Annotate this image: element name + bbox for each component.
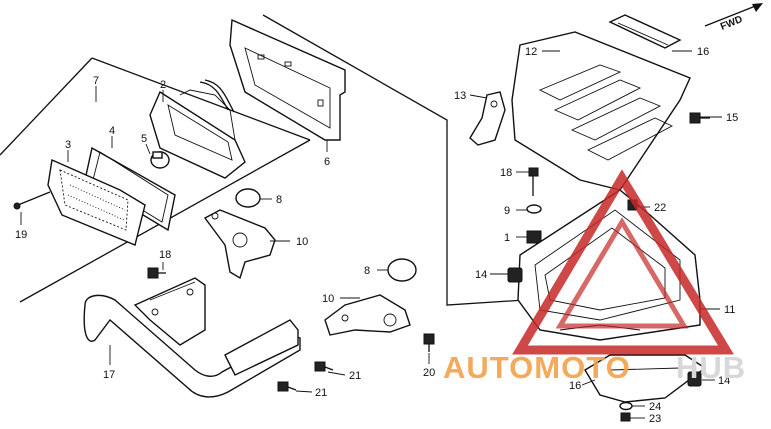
watermark-logo xyxy=(512,169,734,355)
callout: 5 xyxy=(141,133,147,145)
callout: 19 xyxy=(15,229,27,241)
watermark-automoto: AUTOMOTO xyxy=(443,350,631,385)
callout: 23 xyxy=(649,413,661,425)
screw xyxy=(13,191,51,210)
callout: 22 xyxy=(654,202,666,214)
grommet-14-right xyxy=(687,371,702,387)
gasket xyxy=(84,146,176,232)
grommet-lower xyxy=(387,258,417,282)
callout: 2 xyxy=(160,79,166,91)
callout: 17 xyxy=(103,369,115,381)
leader-lines xyxy=(20,50,722,419)
callout: 21 xyxy=(349,370,361,382)
stay-bracket-upper xyxy=(203,209,276,280)
taillight-housing xyxy=(149,79,246,179)
callout: 4 xyxy=(109,125,115,137)
bolt-21-b xyxy=(314,361,334,372)
callout: 15 xyxy=(726,112,738,124)
lower-mudguard xyxy=(584,354,707,403)
nut-1 xyxy=(526,230,542,244)
callout: 6 xyxy=(324,156,330,168)
bulb xyxy=(150,151,170,169)
watermark-hub: HUB xyxy=(676,350,746,385)
callout: 12 xyxy=(525,46,537,58)
fwd-label: FWD xyxy=(719,14,744,33)
washer-9 xyxy=(526,204,542,214)
callout: 16 xyxy=(569,380,581,392)
callout: 8 xyxy=(276,194,282,206)
nut-23 xyxy=(620,412,631,422)
callout: 8 xyxy=(364,265,370,277)
bolt-15 xyxy=(689,112,710,124)
fwd-arrow-icon xyxy=(704,3,763,27)
callout: 24 xyxy=(649,401,661,413)
washer-24 xyxy=(619,401,633,411)
bolt-20 xyxy=(528,167,539,196)
callout: 14 xyxy=(718,375,730,387)
bolt-21-c xyxy=(277,381,297,392)
grommet-14-left xyxy=(507,267,523,283)
callout: 10 xyxy=(296,236,308,248)
callout: 9 xyxy=(504,205,510,217)
stay-bracket-lower xyxy=(324,294,411,336)
grab-frame xyxy=(83,277,301,398)
callout: 10 xyxy=(322,293,334,305)
callout: 20 xyxy=(423,367,435,379)
callout: 21 xyxy=(315,387,327,399)
callout: 7 xyxy=(93,75,99,87)
callout: 18 xyxy=(159,249,171,261)
bolt-21-a xyxy=(147,267,166,279)
callout: 11 xyxy=(724,304,735,316)
caution-label xyxy=(608,14,682,49)
watermark-text: AUTOMOTO HUB xyxy=(443,350,746,385)
clip xyxy=(469,91,506,146)
callout: 18 xyxy=(500,167,512,179)
bolt-21-d xyxy=(423,333,435,352)
callout: 14 xyxy=(475,269,487,281)
license-bracket xyxy=(229,18,346,141)
grommet-upper xyxy=(235,188,261,208)
tail-lens xyxy=(47,158,146,246)
callout: 3 xyxy=(65,139,71,151)
callout: 1 xyxy=(504,232,510,244)
rear-fender-cover xyxy=(511,31,691,191)
callout: 13 xyxy=(454,90,466,102)
callout: 16 xyxy=(697,46,709,58)
